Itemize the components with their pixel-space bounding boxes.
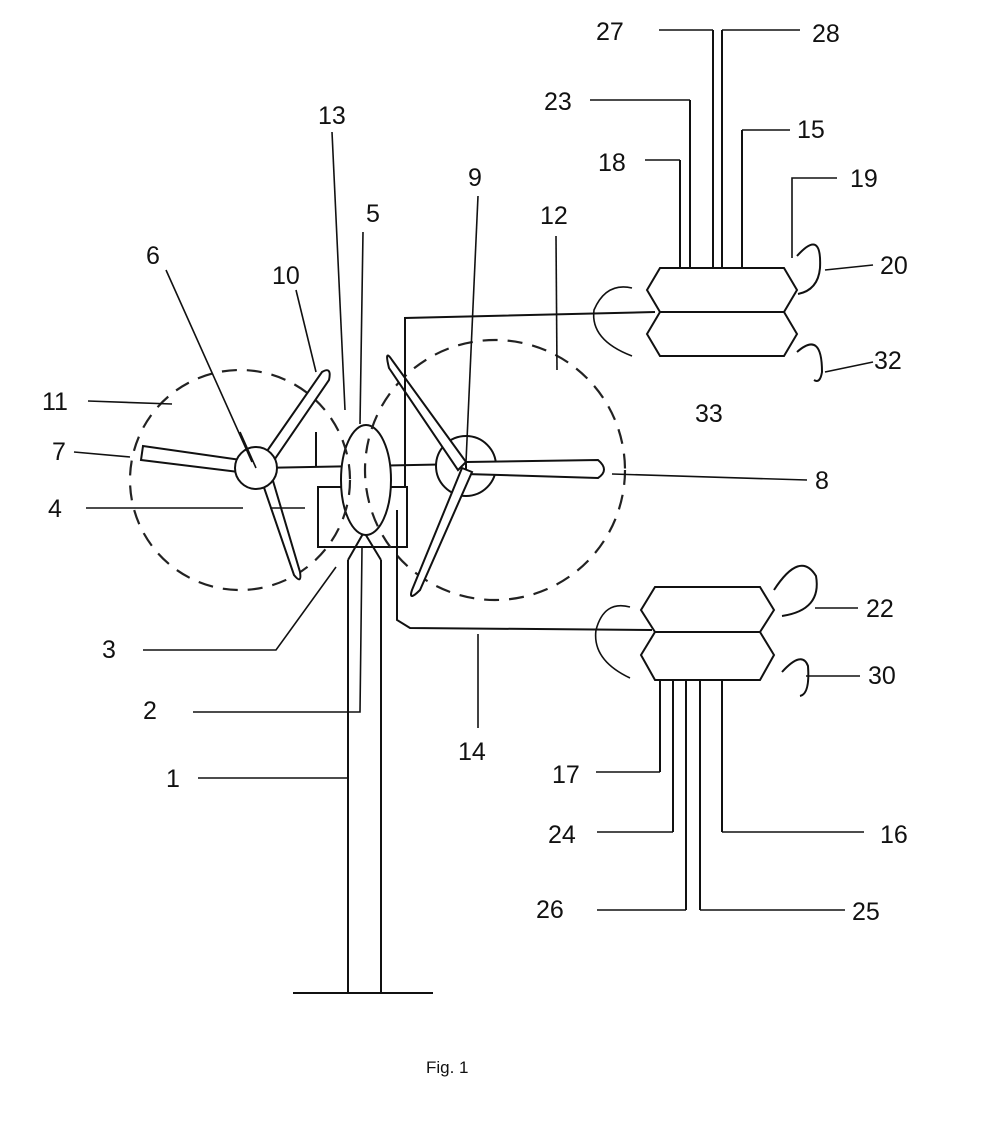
label-16: 16 (880, 821, 908, 849)
lower-control-unit (596, 566, 817, 910)
figure-caption: Fig. 1 (426, 1058, 469, 1077)
lower-module-top (641, 587, 774, 632)
right-blade-lower (411, 468, 472, 596)
label-4: 4 (48, 495, 62, 523)
label-28: 28 (812, 20, 840, 48)
right-blade-upper (387, 356, 466, 471)
label-24: 24 (548, 821, 576, 849)
right-blade-horizontal (466, 460, 604, 478)
label-2: 2 (143, 697, 157, 725)
label-8: 8 (815, 467, 829, 495)
label-15: 15 (797, 116, 825, 144)
cable-lower (397, 510, 652, 630)
label-23: 23 (544, 88, 572, 116)
label-19: 19 (850, 165, 878, 193)
label-33: 33 (695, 400, 723, 428)
upper-control-unit (594, 30, 822, 381)
lower-hook-30 (782, 659, 808, 696)
label-6: 6 (146, 242, 160, 270)
central-hub (341, 425, 391, 535)
label-32: 32 (874, 347, 902, 375)
upper-hook-32 (797, 344, 822, 381)
label-3: 3 (102, 636, 116, 664)
left-rotor (141, 370, 330, 579)
lower-rotation-arrow (596, 606, 630, 678)
label-26: 26 (536, 896, 564, 924)
label-9: 9 (468, 164, 482, 192)
tower (293, 532, 433, 993)
label-27: 27 (596, 18, 624, 46)
lower-module-bottom (641, 632, 774, 680)
label-18: 18 (598, 149, 626, 177)
upper-module-bottom (647, 312, 797, 356)
right-rotor (387, 356, 604, 597)
label-10: 10 (272, 262, 300, 290)
label-5: 5 (366, 200, 380, 228)
label-22: 22 (866, 595, 894, 623)
lower-hook-22 (774, 566, 817, 616)
label-12: 12 (540, 202, 568, 230)
label-17: 17 (552, 761, 580, 789)
upper-module-top (647, 268, 797, 312)
label-13: 13 (318, 102, 346, 130)
upper-hook-20 (797, 244, 820, 294)
label-20: 20 (880, 252, 908, 280)
label-25: 25 (852, 898, 880, 926)
label-11: 11 (42, 388, 68, 416)
label-30: 30 (868, 662, 896, 690)
label-7: 7 (52, 438, 66, 466)
label-14: 14 (458, 738, 486, 766)
label-1: 1 (166, 765, 180, 793)
upper-rotation-arrow (594, 287, 632, 356)
